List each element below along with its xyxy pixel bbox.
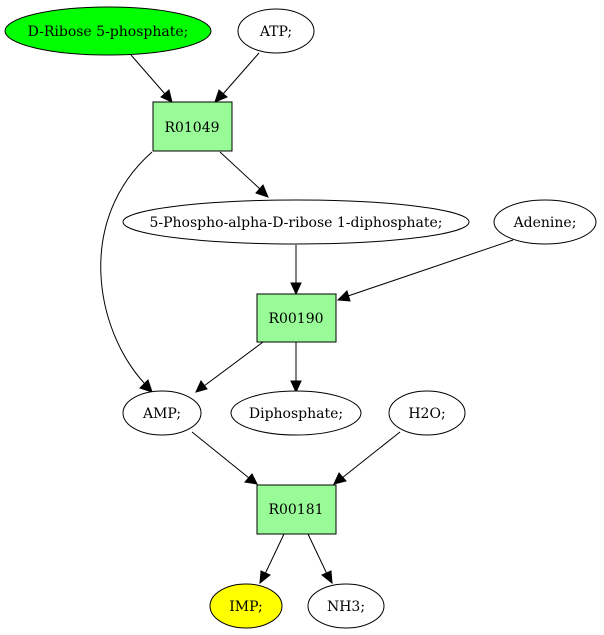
compound-ellipse — [307, 583, 385, 629]
node-h2o[interactable]: H2O; — [388, 390, 466, 436]
node-label: AMP; — [142, 406, 181, 422]
node-r00190[interactable]: R00190 — [256, 293, 337, 343]
edge-atp-to-r01049 — [214, 52, 260, 103]
edge-adenine-to-r00190 — [336, 239, 514, 302]
edge-r00190-to-amp — [195, 341, 264, 393]
edge-r00181-to-nh3 — [307, 533, 333, 585]
reaction-box — [152, 101, 233, 152]
compound-ellipse — [230, 390, 362, 436]
node-label: IMP; — [229, 599, 263, 615]
node-r00181[interactable]: R00181 — [256, 484, 337, 535]
end-compound-ellipse — [209, 583, 283, 629]
node-imp[interactable]: IMP; — [209, 583, 283, 629]
node-label: Diphosphate; — [249, 406, 343, 422]
node-label: R00181 — [268, 502, 323, 518]
compound-ellipse — [388, 390, 466, 436]
node-adenine[interactable]: Adenine; — [493, 199, 597, 245]
node-diphosphate[interactable]: Diphosphate; — [230, 390, 362, 436]
node-label: NH3; — [327, 599, 365, 615]
node-label: D-Ribose 5-phosphate; — [28, 24, 189, 40]
edge-r00181-to-imp — [259, 533, 285, 585]
reaction-box — [256, 293, 337, 343]
node-prpp[interactable]: 5-Phospho-alpha-D-ribose 1-diphosphate; — [122, 199, 470, 245]
node-label: 5-Phospho-alpha-D-ribose 1-diphosphate; — [149, 215, 442, 231]
edge-r01049-to-prpp — [219, 151, 269, 198]
node-label: R01049 — [164, 120, 219, 136]
node-label: R00190 — [268, 311, 323, 327]
reaction-box — [256, 484, 337, 535]
compound-ellipse — [493, 199, 597, 245]
node-atp[interactable]: ATP; — [237, 8, 315, 54]
node-label: H2O; — [408, 406, 445, 422]
edge-prpp-to-r00190 — [290, 245, 302, 296]
edge-h2o-to-r00181 — [333, 431, 401, 485]
compound-ellipse — [122, 199, 470, 245]
node-nh3[interactable]: NH3; — [307, 583, 385, 629]
compound-ellipse — [237, 8, 315, 54]
edge-ribose5p-to-r01049 — [130, 54, 173, 103]
node-label: ATP; — [259, 24, 292, 40]
node-amp[interactable]: AMP; — [122, 390, 202, 436]
edge-amp-to-r00181 — [191, 431, 258, 485]
nodes: D-Ribose 5-phosphate; ATP; R01049 5-Phos… — [4, 6, 597, 629]
node-ribose5p[interactable]: D-Ribose 5-phosphate; — [4, 6, 212, 56]
node-label: Adenine; — [513, 215, 577, 231]
node-r01049[interactable]: R01049 — [152, 101, 233, 152]
start-compound-ellipse — [4, 6, 212, 56]
compound-ellipse — [122, 390, 202, 436]
edges — [100, 52, 514, 585]
edge-r01049-to-amp — [100, 151, 153, 393]
edge-r00190-to-diphosphate — [290, 342, 302, 394]
